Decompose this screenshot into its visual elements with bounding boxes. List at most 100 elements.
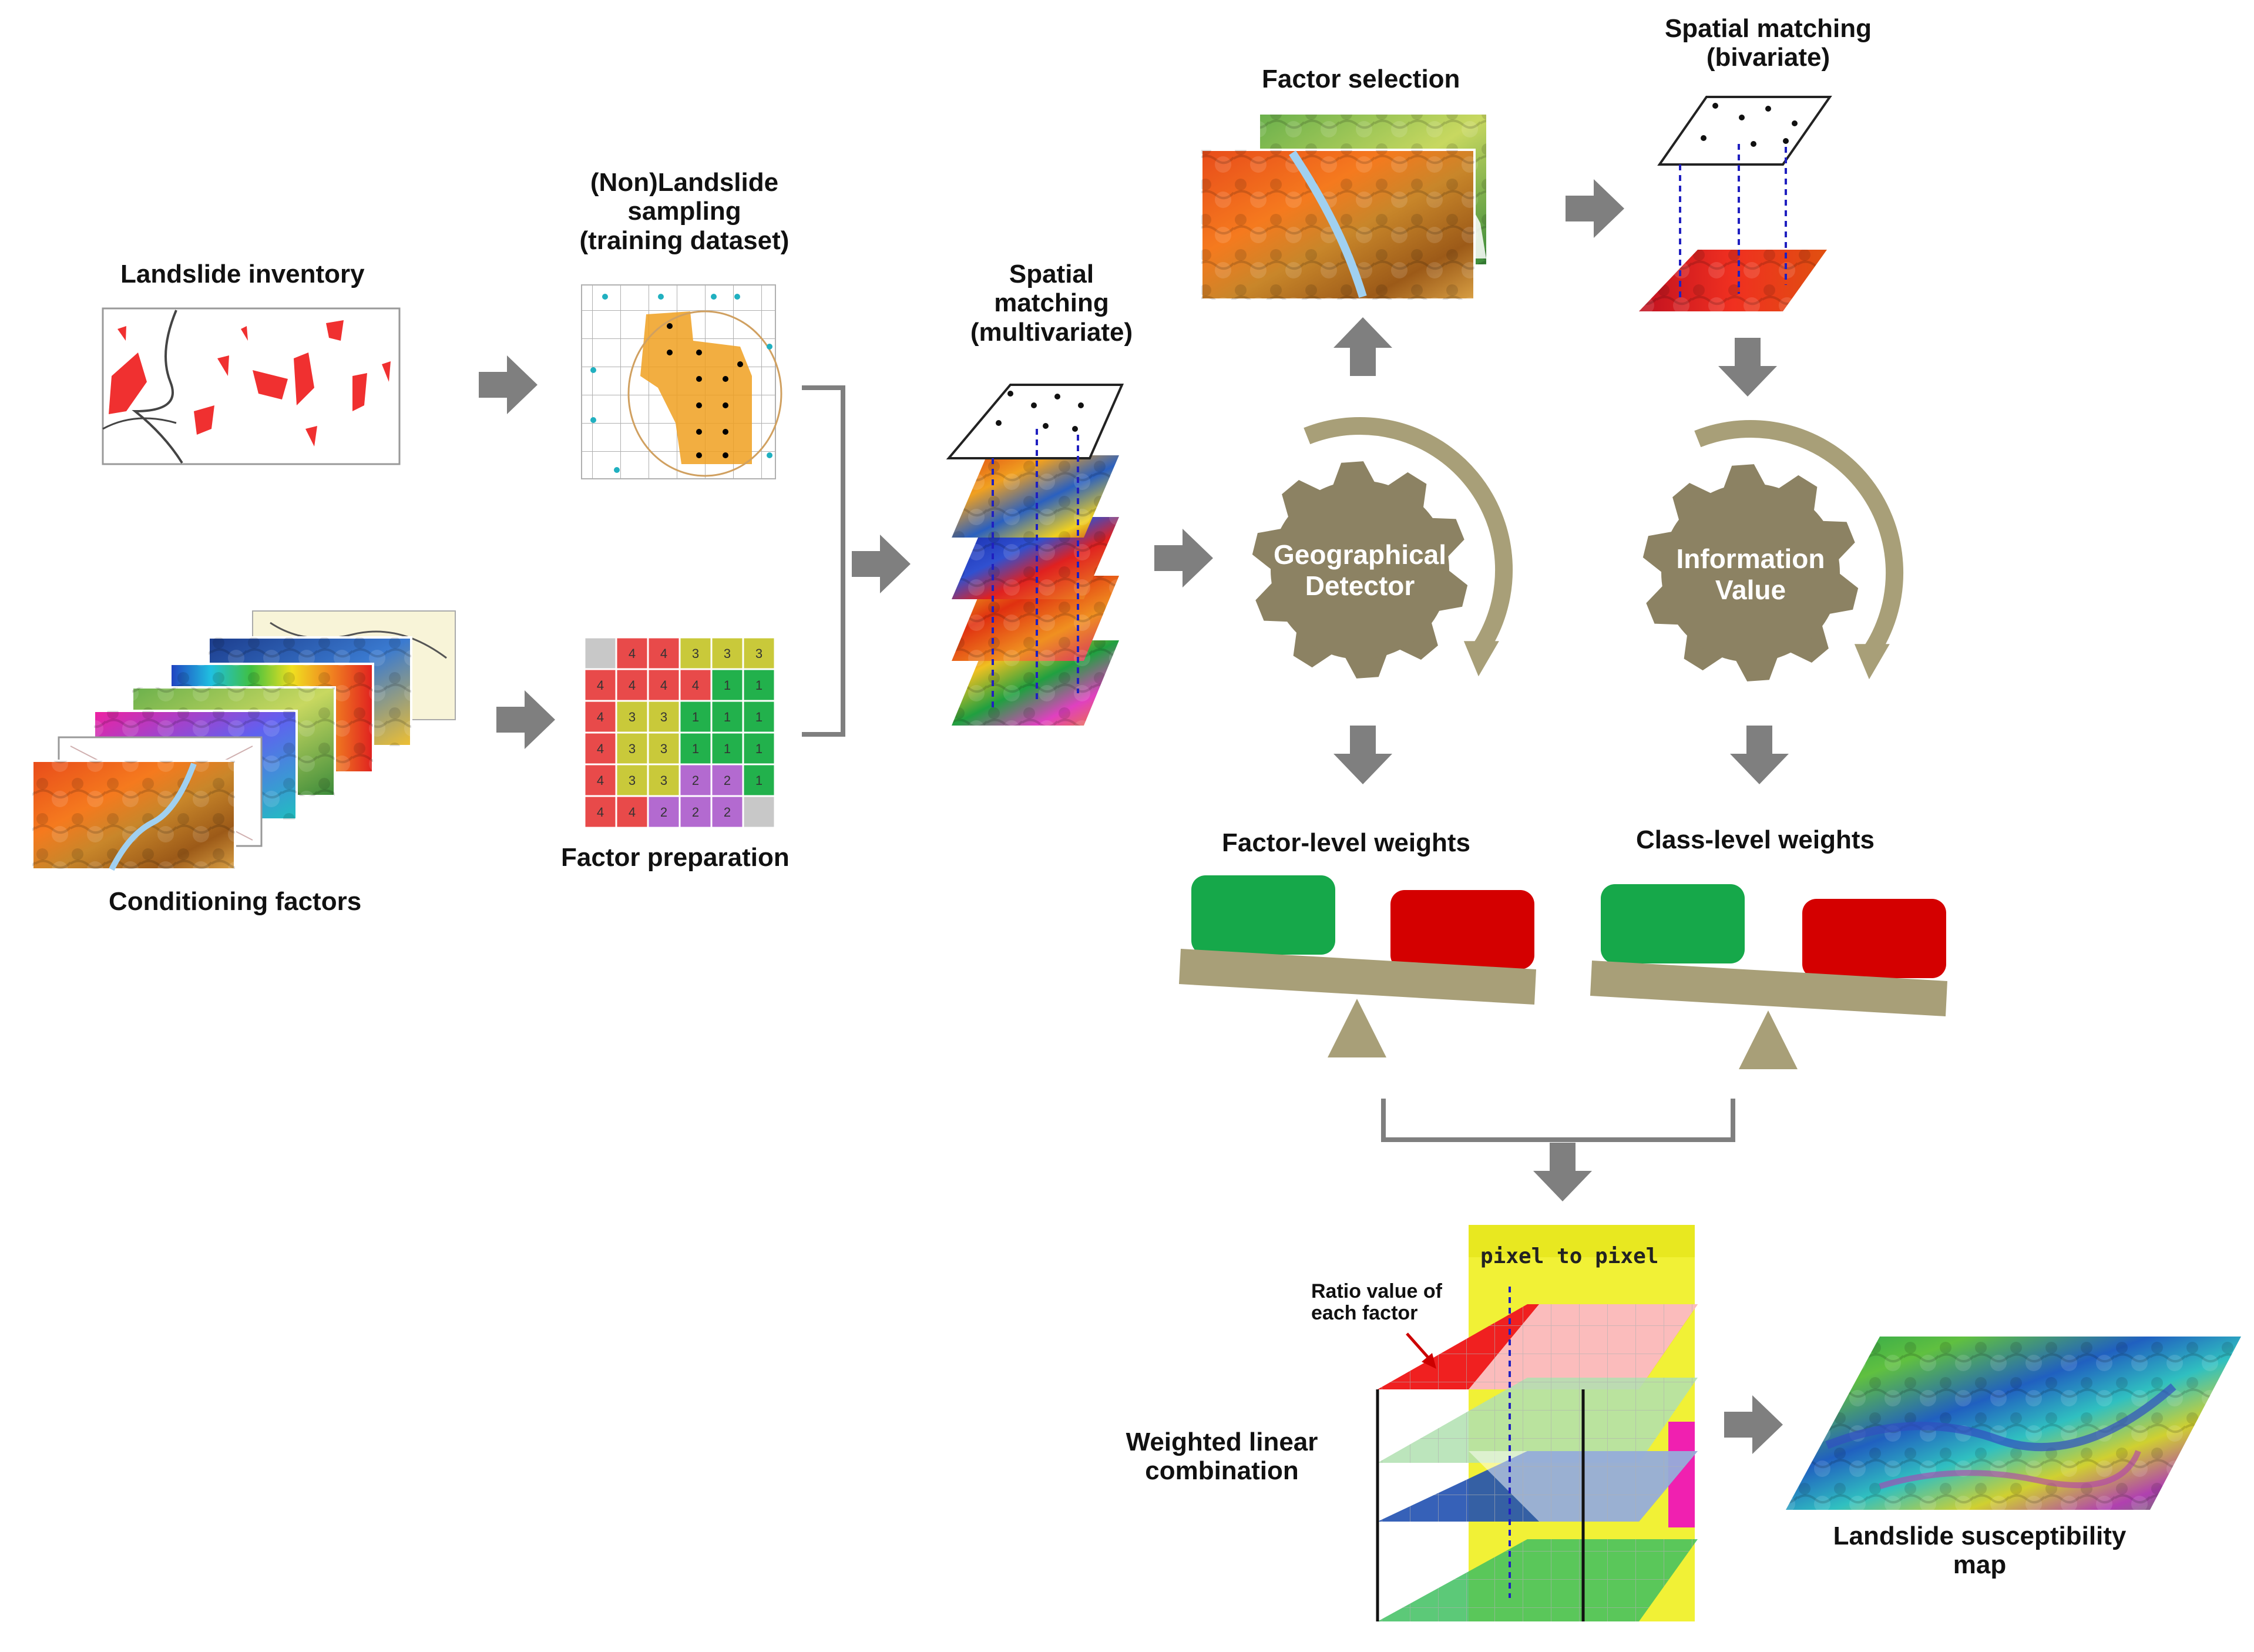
grid-cell-value: 4 bbox=[629, 805, 636, 820]
wlc-line-2: combination bbox=[1145, 1456, 1299, 1486]
grid-cell-value: 3 bbox=[629, 741, 636, 756]
grid-cell-value: 3 bbox=[755, 646, 762, 661]
class-level-weights-label: Class-level weights bbox=[1636, 825, 1875, 854]
grid-cell-value: 1 bbox=[755, 773, 762, 788]
bivariate-matching bbox=[1639, 96, 1832, 311]
grid-cell-value: 4 bbox=[597, 741, 604, 756]
grid-cell bbox=[583, 763, 617, 797]
grid-cell-value: 4 bbox=[597, 678, 604, 693]
gear-hub bbox=[1661, 483, 1840, 662]
grid-cell-value: 2 bbox=[692, 805, 699, 820]
factor-selection-label: Factor selection bbox=[1262, 65, 1460, 93]
grid-cell bbox=[678, 636, 713, 670]
grid-cell-value: 3 bbox=[724, 646, 731, 661]
info-value-line-2: Value bbox=[1715, 574, 1786, 605]
grid-cell-value: 4 bbox=[660, 678, 667, 693]
landslide-inventory-label: Landslide inventory bbox=[120, 260, 365, 288]
grid-cell-value: 1 bbox=[755, 741, 762, 756]
sampling-label: (Non)Landslide sampling (training datase… bbox=[567, 168, 802, 255]
factor-level-weights-label: Factor-level weights bbox=[1222, 828, 1471, 857]
grid-cell-value: 1 bbox=[724, 710, 731, 724]
grid-cell bbox=[742, 731, 776, 765]
landslide-inventory-map bbox=[102, 307, 401, 465]
grid-cell-value: 3 bbox=[660, 710, 667, 724]
grid-cell-value: 2 bbox=[724, 805, 731, 820]
grid-cell bbox=[710, 731, 744, 765]
grid-cell-value: 4 bbox=[692, 678, 699, 693]
grid-cell bbox=[583, 668, 617, 702]
grid-cell-value: 1 bbox=[692, 710, 699, 724]
grid-cell-value: 3 bbox=[660, 773, 667, 788]
factor-preparation-label: Factor preparation bbox=[561, 843, 790, 872]
bivariate-label-line-1: Spatial matching bbox=[1664, 14, 1872, 43]
susceptibility-map bbox=[1786, 1337, 2241, 1510]
conditioning-factors-stack bbox=[31, 610, 456, 871]
geographical-detector-label: Geographical Detector bbox=[1239, 539, 1480, 602]
weighted-linear-combination-label: Weighted linear combination bbox=[1110, 1428, 1333, 1486]
grid-cell bbox=[710, 700, 744, 734]
grid-cell-value: 1 bbox=[755, 710, 762, 724]
gear-hub bbox=[1271, 481, 1449, 659]
geographical-detector-gear-icon bbox=[1252, 417, 1513, 679]
grid-cell-value: 1 bbox=[755, 678, 762, 693]
merge-bracket-left bbox=[802, 385, 845, 737]
ratio-value-line-1: Ratio value of bbox=[1311, 1280, 1442, 1302]
grid-cell bbox=[583, 795, 617, 829]
multivariate-label-line-3: (multivariate) bbox=[970, 317, 1133, 347]
grid-cell-value: 4 bbox=[597, 710, 604, 724]
rotation-arrow-head bbox=[1854, 644, 1890, 680]
rotation-arrow-head bbox=[1463, 641, 1499, 677]
grid-cell bbox=[742, 668, 776, 702]
factor-level-scale-icon bbox=[1179, 875, 1536, 1057]
merge-bracket-weights bbox=[1381, 1099, 1735, 1142]
factor-selection-maps bbox=[1200, 115, 1486, 301]
class-level-scale-icon bbox=[1590, 884, 1947, 1069]
ratio-value-label: Ratio value of each factor bbox=[1311, 1280, 1442, 1325]
grid-cell bbox=[647, 763, 681, 797]
info-value-line-1: Information bbox=[1676, 543, 1825, 574]
sampling-label-line-1: (Non)Landslide bbox=[590, 168, 779, 197]
conditioning-factors-label: Conditioning factors bbox=[109, 887, 362, 916]
information-value-gear-icon bbox=[1642, 419, 1904, 681]
grid-cell-value: 1 bbox=[692, 741, 699, 756]
susceptibility-line-2: map bbox=[1953, 1550, 2007, 1580]
grid-cell bbox=[742, 636, 776, 670]
grid-cell-value: 4 bbox=[629, 646, 636, 661]
grid-cell-value: 3 bbox=[629, 710, 636, 724]
ratio-value-line-2: each factor bbox=[1311, 1302, 1418, 1325]
sampling-grid bbox=[581, 284, 782, 479]
multivariate-layer-stack bbox=[946, 384, 1124, 726]
susceptibility-map-label: Landslide susceptibility map bbox=[1809, 1522, 2150, 1580]
grid-cell-value: 3 bbox=[629, 773, 636, 788]
grid-cell-value: 3 bbox=[660, 741, 667, 756]
rotation-arrow bbox=[1304, 417, 1513, 652]
sampling-label-line-2: sampling bbox=[627, 197, 741, 226]
grid-cell-value: 2 bbox=[724, 773, 731, 788]
geo-detector-line-2: Detector bbox=[1305, 570, 1415, 601]
grid-cell-value: 4 bbox=[629, 678, 636, 693]
grid-cell bbox=[742, 795, 776, 829]
grid-cell-value: 4 bbox=[597, 805, 604, 820]
sampling-label-line-3: (training dataset) bbox=[579, 226, 790, 255]
grid-cell-value: 1 bbox=[724, 741, 731, 756]
grid-cell-value: 4 bbox=[597, 773, 604, 788]
rotation-arrow bbox=[1694, 419, 1904, 655]
bivariate-label-line-2: (bivariate) bbox=[1706, 43, 1830, 72]
grid-cell-value: 2 bbox=[660, 805, 667, 820]
grid-cell bbox=[615, 636, 649, 670]
grid-cell-value: 1 bbox=[724, 678, 731, 693]
multivariate-label-line-2: matching bbox=[994, 288, 1109, 318]
grid-cell bbox=[647, 668, 681, 702]
spatial-matching-multivariate-label: Spatial matching (multivariate) bbox=[934, 260, 1169, 347]
geo-detector-line-1: Geographical bbox=[1274, 539, 1446, 570]
information-value-label: Information Value bbox=[1627, 543, 1874, 606]
susceptibility-line-1: Landslide susceptibility bbox=[1833, 1522, 2127, 1550]
weighted-linear-combination-cube bbox=[1376, 1225, 1698, 1621]
spatial-matching-bivariate-label: Spatial matching (bivariate) bbox=[1645, 14, 1892, 72]
multivariate-label-line-1: Spatial bbox=[1009, 260, 1094, 288]
grid-cell bbox=[647, 731, 681, 765]
wlc-line-1: Weighted linear bbox=[1126, 1428, 1318, 1456]
grid-cell-value: 2 bbox=[692, 773, 699, 788]
